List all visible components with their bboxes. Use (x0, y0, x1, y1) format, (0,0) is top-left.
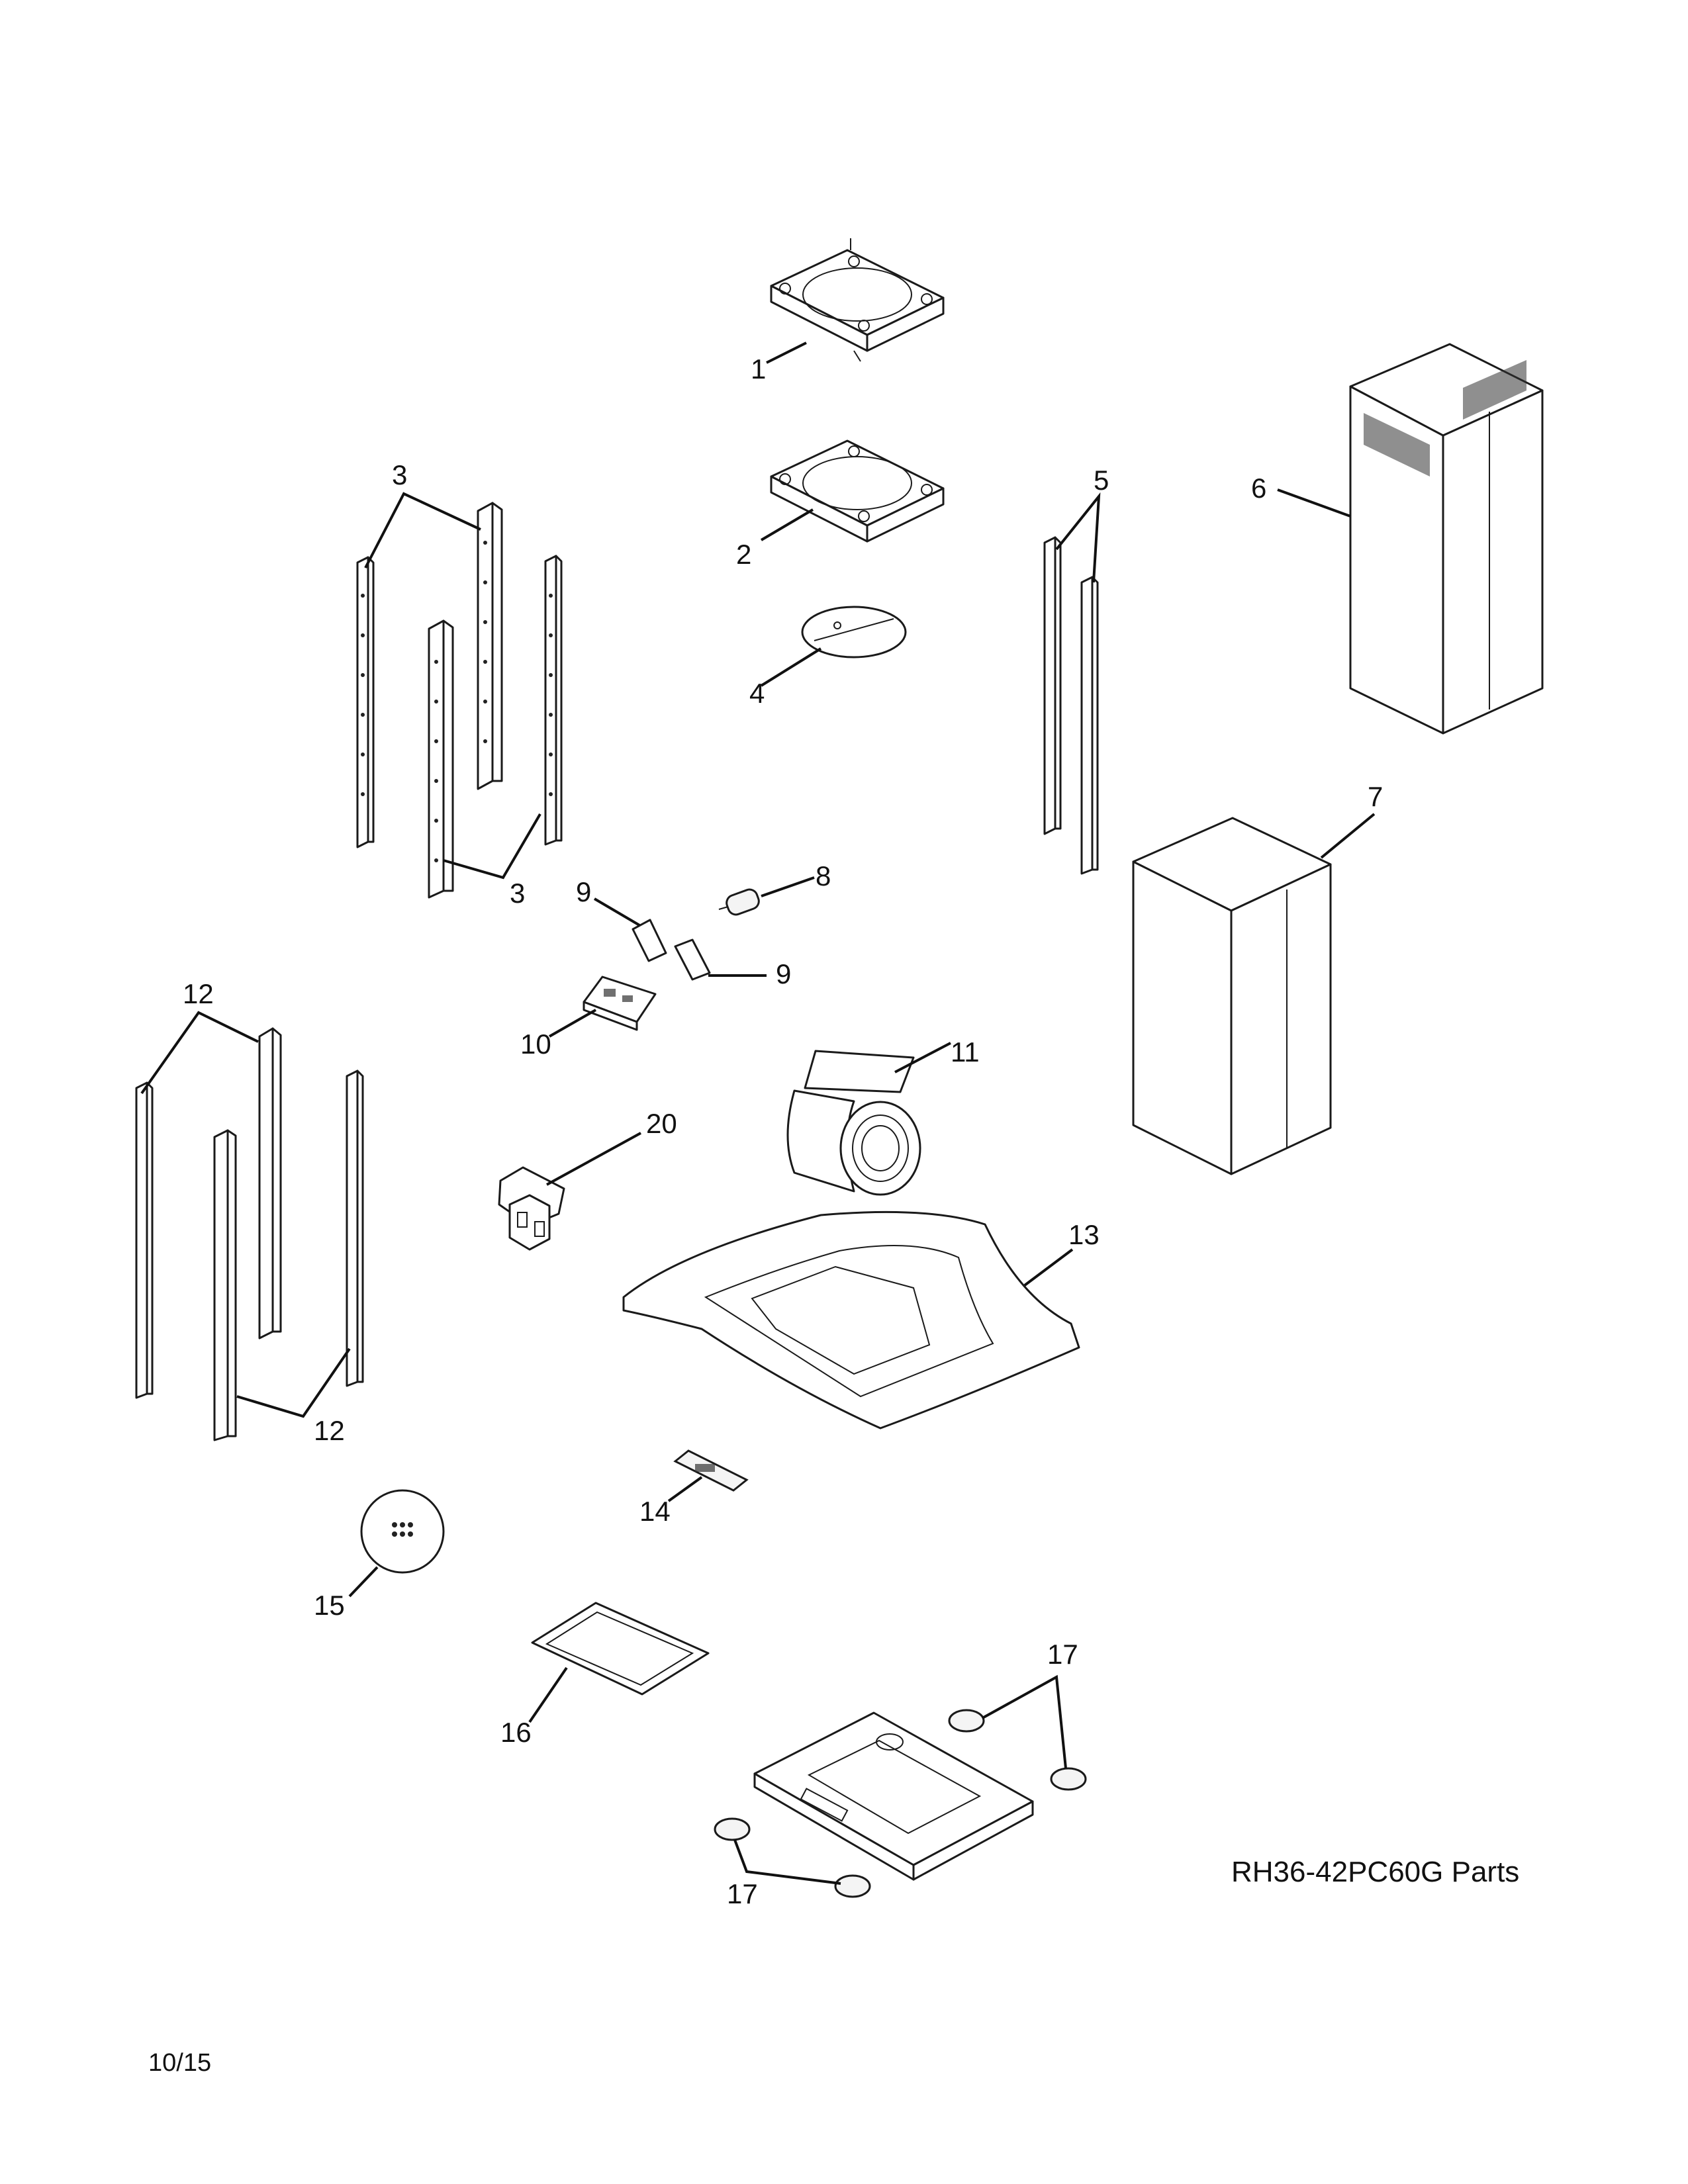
callout-4: 4 (749, 678, 765, 709)
part-2-lower-bracket (770, 439, 945, 543)
hood-body (753, 1711, 1034, 1881)
callout-7: 7 (1368, 781, 1383, 812)
callout-10: 10 (520, 1028, 551, 1060)
callout-17-top: 17 (1047, 1639, 1078, 1670)
callout-16: 16 (500, 1717, 532, 1748)
callout-9-right: 9 (776, 958, 791, 989)
part-5-side-trims (1043, 536, 1099, 875)
callout-1: 1 (751, 353, 766, 385)
model-caption: RH36-42PC60G Parts (1231, 1856, 1520, 1888)
callout-8: 8 (816, 860, 831, 891)
part-6-upper-chimney (1349, 343, 1544, 735)
callout-12-bottom: 12 (314, 1415, 345, 1446)
revision-date: 10/15 (148, 2049, 212, 2077)
callout-2: 2 (736, 539, 751, 570)
callout-14: 14 (639, 1496, 671, 1527)
part-13-glass-canopy (622, 1210, 1080, 1430)
callout-3-bottom: 3 (510, 878, 525, 909)
part-3-rail-holes (361, 541, 553, 862)
part-10-control-board (583, 976, 657, 1031)
part-4-damper (801, 606, 907, 659)
part-8-capacitor (718, 888, 760, 916)
callout-6: 6 (1251, 473, 1266, 504)
callout-9-top: 9 (576, 876, 591, 907)
part-14-switch (673, 1449, 749, 1492)
callout-17-bottom: 17 (727, 1878, 758, 1909)
callout-12-top: 12 (183, 978, 214, 1009)
part-16-grease-filter (531, 1602, 710, 1696)
part-1-top-bracket (770, 238, 945, 362)
part-20-terminal-block (498, 1166, 565, 1251)
callout-11: 11 (951, 1036, 980, 1068)
callout-3-top: 3 (392, 459, 407, 490)
callout-15: 15 (314, 1590, 345, 1621)
part-11-blower (786, 1050, 921, 1196)
callout-20: 20 (646, 1108, 677, 1139)
part-15-hardware-kit (360, 1489, 445, 1574)
callout-13: 13 (1068, 1219, 1100, 1250)
part-9-lamp-holders (632, 919, 711, 981)
part-17-knobs (714, 1709, 1087, 1898)
callout-5: 5 (1094, 465, 1109, 496)
part-12-lower-rails (135, 1027, 364, 1441)
part-3-upper-rails (356, 502, 563, 899)
part-7-lower-chimney (1132, 817, 1332, 1175)
